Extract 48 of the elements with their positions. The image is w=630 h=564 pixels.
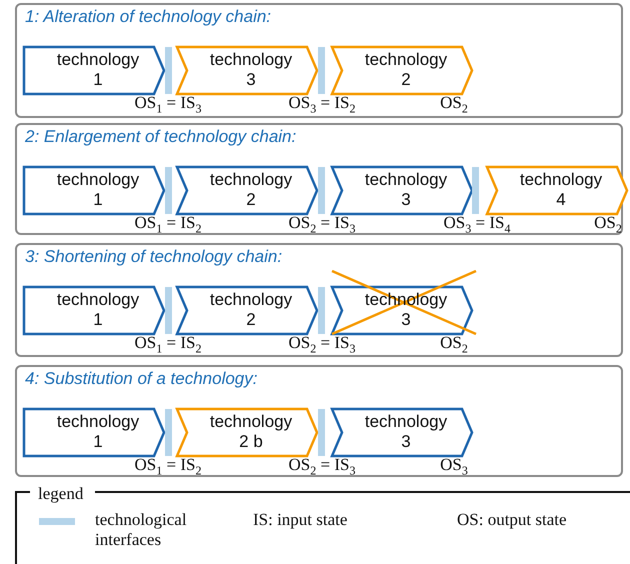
panel-frame	[15, 365, 623, 477]
technology-step-box	[332, 47, 472, 94]
node-text: technology 1	[56, 170, 140, 210]
state-label: OS$_{2}$ = IS$_{3}$	[288, 333, 356, 356]
technology-step-box	[332, 167, 472, 214]
technology-step-box	[24, 47, 164, 94]
technology-step-box	[177, 287, 317, 334]
state-label: OS$_{1}$ = IS$_{2}$	[134, 455, 202, 478]
technology-step-box	[177, 167, 317, 214]
state-label: OS$_{2}$	[440, 93, 468, 116]
node-text: technology 1	[56, 50, 140, 90]
node-text: technology 1	[56, 412, 140, 452]
node-text: technology 2	[364, 50, 448, 90]
state-label: OS$_{2}$	[440, 333, 468, 356]
state-label: OS$_{2}$ = IS$_{3}$	[288, 455, 356, 478]
panel-frame	[15, 243, 623, 357]
node-text: technology 1	[56, 290, 140, 330]
technology-step-box	[24, 287, 164, 334]
technology-step-box	[24, 167, 164, 214]
panel-title: 3: Shortening of technology chain:	[25, 247, 282, 267]
state-label: OS$_{2}$ = IS$_{3}$	[288, 213, 356, 236]
node-text: technology 2	[208, 290, 294, 330]
panel-title: 4: Substitution of a technology:	[25, 369, 258, 389]
legend-text: technological interfaces	[95, 510, 188, 550]
state-label: OS$_{1}$ = IS$_{3}$	[134, 93, 202, 116]
node-text: technology 2	[208, 170, 294, 210]
state-label: OS$_{1}$ = IS$_{2}$	[134, 333, 202, 356]
panel-title: 2: Enlargement of technology chain:	[25, 127, 296, 147]
technology-step-box	[177, 409, 317, 456]
legend-title: legend	[30, 484, 96, 504]
panel-frame	[15, 3, 623, 118]
state-label: OS$_{3}$ = IS$_{4}$	[444, 213, 510, 236]
technology-step-box	[177, 47, 317, 94]
node-text: technology 4	[518, 170, 604, 210]
legend-text: IS: input state	[253, 510, 348, 530]
state-label: OS$_{3}$	[440, 455, 468, 478]
state-label: OS$_{3}$ = IS$_{2}$	[288, 93, 356, 116]
node-text: technology 3	[208, 50, 294, 90]
legend-text: OS: output state	[457, 510, 567, 530]
technology-step-box	[487, 167, 627, 214]
technology-step-box	[332, 409, 472, 456]
node-text: technology 3	[364, 170, 448, 210]
node-text: technology 2 b	[208, 412, 294, 452]
panel-title: 1: Alteration of technology chain:	[25, 7, 272, 27]
state-label: OS$_{1}$ = IS$_{2}$	[134, 213, 202, 236]
state-label: OS$_{2}$	[594, 213, 622, 236]
node-text: technology 3	[364, 412, 448, 452]
technology-step-box	[24, 409, 164, 456]
